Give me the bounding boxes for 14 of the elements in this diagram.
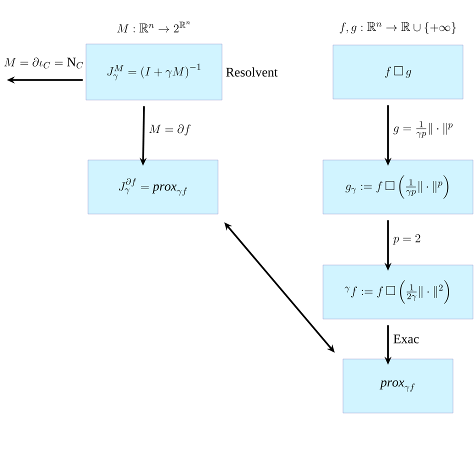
side-label: Resolvent	[226, 67, 278, 77]
edge-label: $M=\partial f$	[148, 124, 192, 136]
formula-box: $J_\gamma^M=\left(I+\gamma M\right)^{-1}$	[86, 44, 222, 100]
edge-label: $M=\partial\iota_C=\mathrm{N}_C$	[2, 56, 85, 70]
formula-box: $\mathit{prox}_{\gamma f}$	[342, 358, 454, 414]
edge-label: $g=\frac{1}{\gamma p}\|\cdot\|^p$	[392, 120, 454, 139]
edge-label: Exac	[392, 334, 420, 344]
formula-box: ${}^\gamma f:=f\,\square\left(\frac{1}{2\gamma}\|\cdot\|^2\right)$	[322, 264, 474, 320]
formula-box: $g_\gamma:=f\,\square\left(\frac{1}{\gamma p}\|\cdot\|^p\right)$	[322, 160, 474, 214]
formula-box: $f\,\square\, g$	[332, 44, 464, 100]
edge-label: $p=2$	[392, 233, 422, 246]
formula-box: $J_\gamma^{\partial f}=\mathit{prox}_{\gamma f}$	[88, 160, 218, 214]
heading: $f,g:\mathbb{R}^n\to\mathbb{R}\cup\{+\infty\}$	[340, 22, 456, 34]
heading: $M:\mathbb{R}^n\to 2^{\mathbb{R}^n}$	[117, 22, 190, 32]
